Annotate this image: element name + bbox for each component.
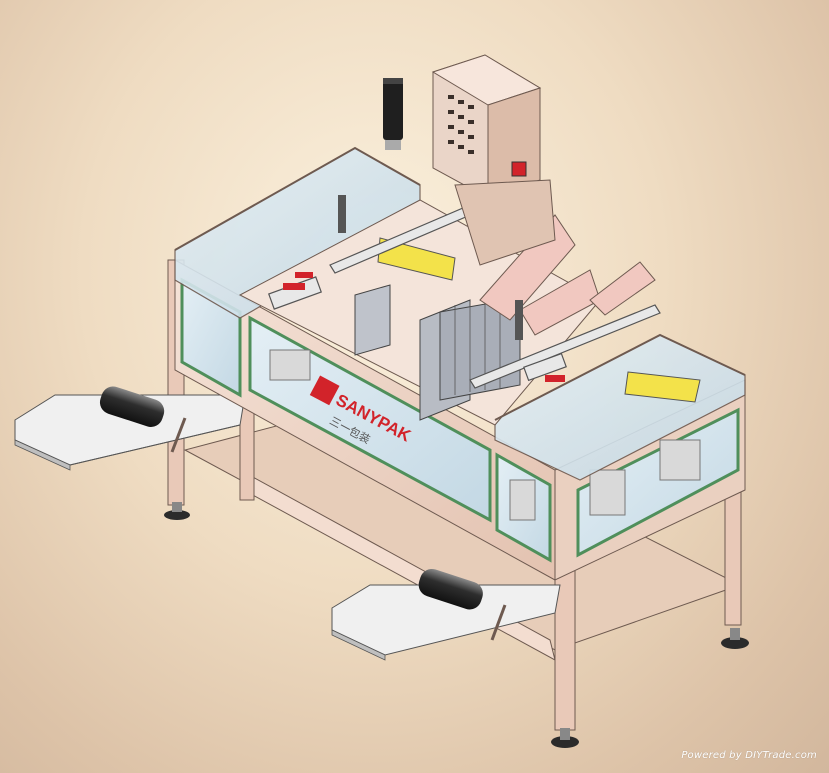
stack-light — [383, 78, 403, 150]
yellow-belt-right — [624, 371, 701, 403]
main-switch — [511, 161, 527, 177]
top-edge-right — [494, 333, 746, 421]
logo-mark — [309, 375, 340, 406]
left-conveyor — [14, 386, 246, 471]
interior-mechanism — [269, 349, 701, 521]
red-cylinders — [283, 272, 565, 382]
right-conveyor — [331, 568, 561, 661]
vent-slots — [448, 95, 474, 154]
watermark-text: Powered by DIYTrade.com — [681, 750, 817, 761]
control-box — [431, 54, 556, 266]
top-edge-left — [174, 146, 421, 251]
leveling-feet — [164, 502, 749, 748]
sensor-posts — [338, 195, 523, 340]
